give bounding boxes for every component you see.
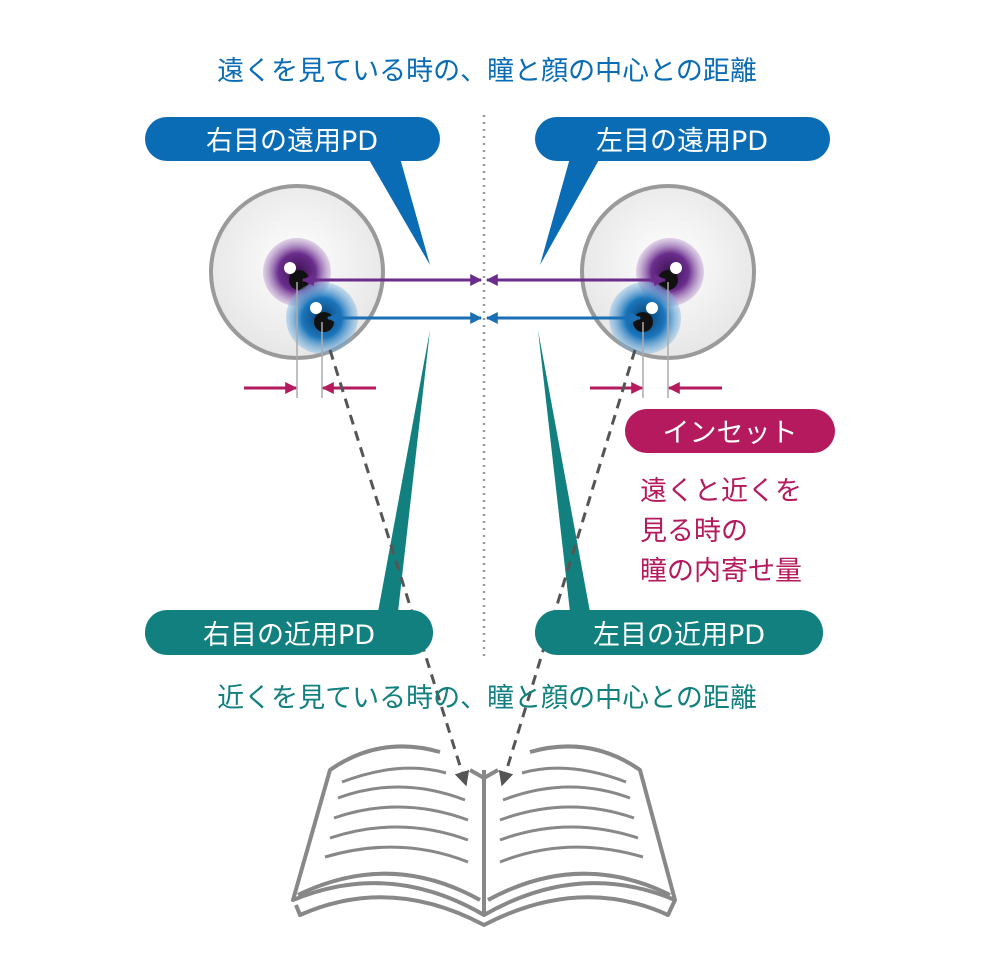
inset-description-1: 遠くと近くを [640,476,802,507]
right-far-pd-label: 右目の遠用PD [206,126,378,157]
right-sight-line [328,349,470,787]
inset-description-3: 瞳の内寄せ量 [640,556,802,587]
right-near-pointer [378,330,430,612]
far-title: 遠くを見ている時の、瞳と顔の中心との距離 [217,56,757,87]
left-far-pd-label: 左目の遠用PD [596,126,768,157]
left-far-pointer [540,158,600,265]
left-near-pd-badge [535,610,823,655]
left-near-pointer [538,330,590,612]
left-near-pd-label: 左目の近用PD [593,620,765,651]
left-far-pd-badge [535,117,830,161]
right-eye [209,184,385,398]
inset-badge [625,409,835,453]
right-far-pointer [368,158,430,265]
right-near-pd-badge [145,610,433,655]
left-eye [580,184,756,398]
right-far-pd-badge [145,117,440,161]
inset-label: インセット [663,418,798,449]
inset-description-2: 見る時の [640,516,748,547]
left-sight-line [498,349,637,787]
near-title: 近くを見ている時の、瞳と顔の中心との距離 [217,683,757,714]
right-near-pd-label: 右目の近用PD [203,620,375,651]
book-icon [291,744,677,927]
